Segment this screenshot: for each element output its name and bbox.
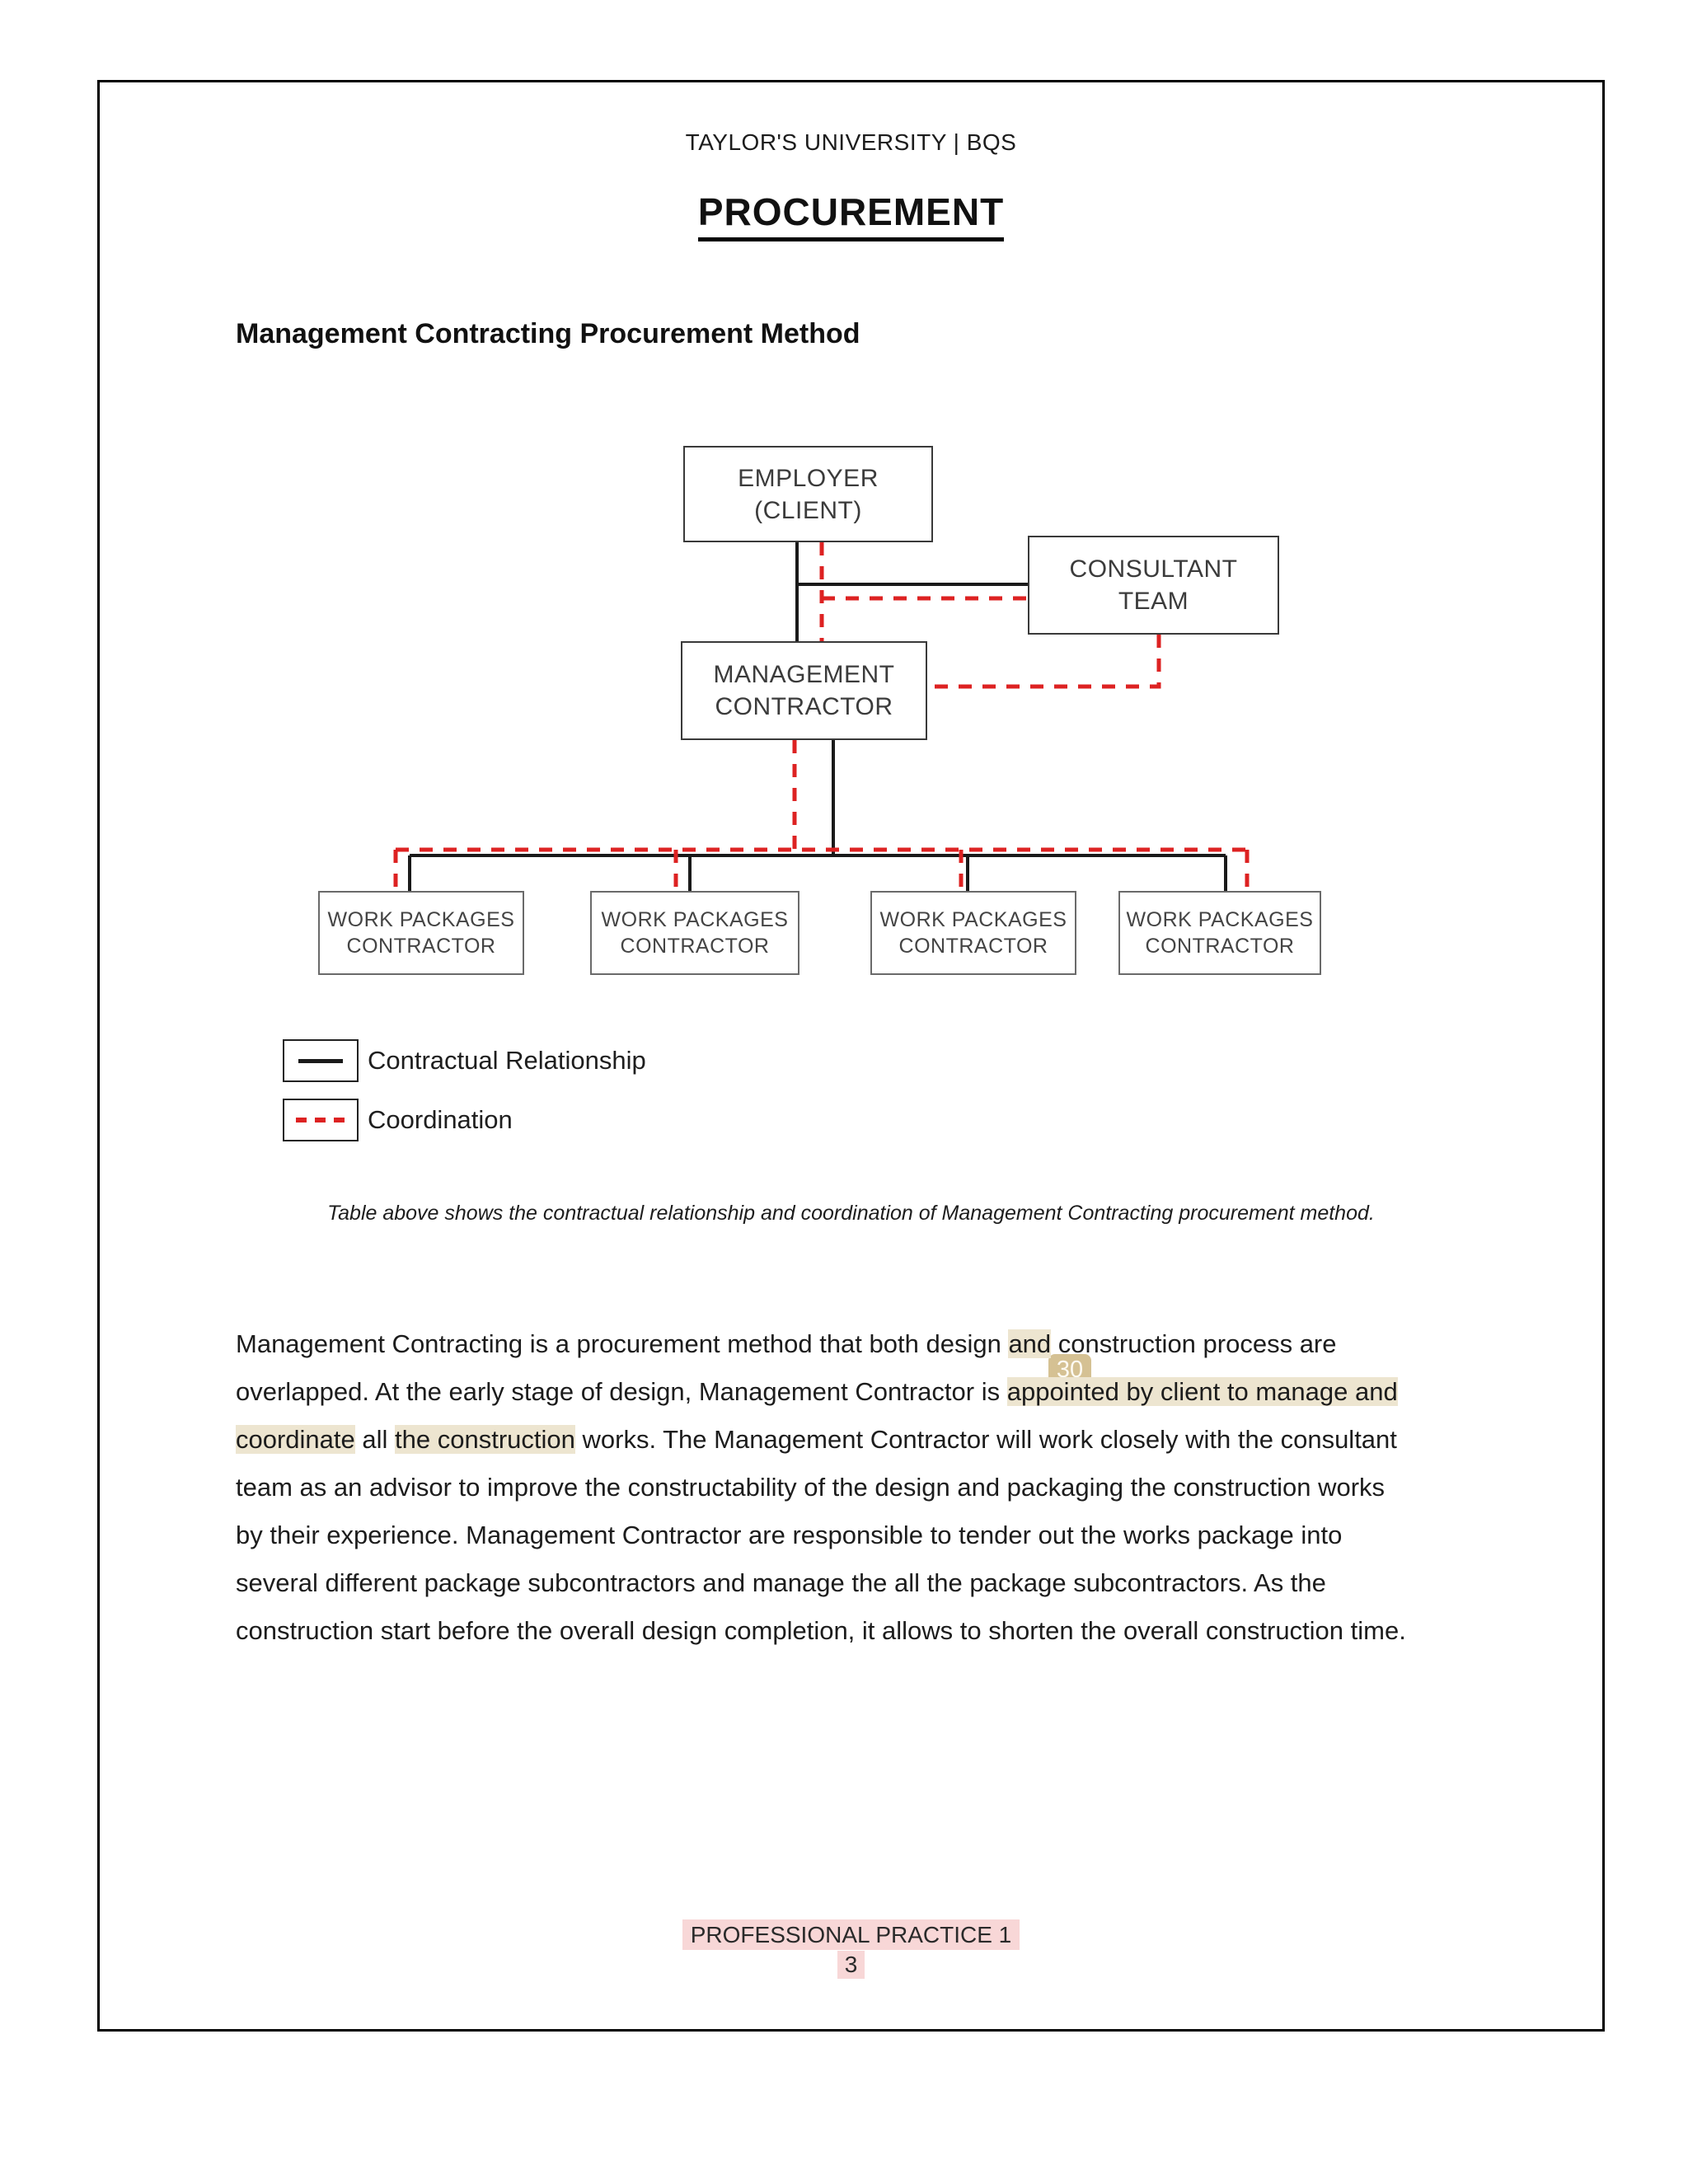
wp4-label-line1: WORK PACKAGES — [1126, 907, 1314, 931]
page-footer: PROFESSIONAL PRACTICE 1 3 — [100, 1919, 1602, 1979]
paragraph-line-5: by their experience. Management Contract… — [236, 1521, 1343, 1549]
employer-label-line1: EMPLOYER — [738, 464, 879, 492]
paragraph-line-2: overlapped. At the early stage of design… — [236, 1368, 1505, 1416]
line3-highlight-1: coordinate — [236, 1425, 355, 1454]
diagram-node-management-contractor: MANAGEMENT CONTRACTOR — [681, 641, 927, 740]
wp4-label-line2: CONTRACTOR — [1145, 935, 1295, 958]
line3-highlight-2: the construction — [395, 1425, 575, 1454]
section-heading: Management Contracting Procurement Metho… — [236, 318, 860, 349]
employer-label-line2: (CLIENT) — [754, 496, 862, 524]
diagram-node-work-packages-3: WORK PACKAGES CONTRACTOR — [870, 891, 1076, 975]
line1-text-end: construction process are — [1051, 1329, 1337, 1358]
legend-coordination-box — [283, 1099, 359, 1141]
legend-contractual-label: Contractual Relationship — [368, 1046, 646, 1075]
diagram-node-work-packages-2: WORK PACKAGES CONTRACTOR — [590, 891, 799, 975]
figure-caption: Table above shows the contractual relati… — [327, 1202, 1375, 1225]
wp1-label-line1: WORK PACKAGES — [327, 907, 515, 931]
page-border: TAYLOR'S UNIVERSITY | BQS PROCUREMENT Ma… — [97, 80, 1605, 2032]
dashed-line-sample — [296, 1118, 345, 1122]
footer-page-number: 3 — [837, 1951, 865, 1979]
document-header: TAYLOR'S UNIVERSITY | BQS — [685, 129, 1017, 155]
paragraph-line-4: team as an advisor to improve the constr… — [236, 1473, 1386, 1502]
paragraph-line-1: Management Contracting is a procurement … — [236, 1320, 1505, 1368]
solid-line-sample — [298, 1058, 343, 1063]
legend-coordination-label: Coordination — [368, 1105, 513, 1134]
diagram-node-employer: EMPLOYER (CLIENT) — [683, 446, 933, 542]
diagram-node-work-packages-4: WORK PACKAGES CONTRACTOR — [1118, 891, 1321, 975]
consultant-label-line2: TEAM — [1118, 588, 1189, 615]
legend-contractual-box — [283, 1039, 359, 1082]
consultant-label-line1: CONSULTANT — [1069, 555, 1238, 583]
page-title: PROCUREMENT — [697, 190, 1005, 241]
wp3-label-line1: WORK PACKAGES — [879, 907, 1067, 931]
line1-highlight: and — [1008, 1329, 1052, 1358]
line3-text-end: works. The Management Contractor will wo… — [574, 1425, 1397, 1454]
management-label-line1: MANAGEMENT — [713, 661, 895, 688]
management-label-line2: CONTRACTOR — [715, 693, 893, 720]
line3-text: all — [354, 1425, 396, 1454]
paragraph-line-6: several different package subcontractors… — [236, 1568, 1326, 1597]
diagram-node-work-packages-1: WORK PACKAGES CONTRACTOR — [318, 891, 524, 975]
wp3-label-line2: CONTRACTOR — [898, 935, 1048, 958]
line2-text: overlapped. At the early stage of design… — [236, 1377, 1007, 1406]
paragraph-line-7: construction start before the overall de… — [236, 1616, 1406, 1645]
wp2-label-line1: WORK PACKAGES — [601, 907, 789, 931]
title-wrap: PROCUREMENT — [100, 190, 1602, 241]
line2-highlight: appointed by client to manage and — [1006, 1377, 1398, 1406]
body-paragraph: Management Contracting is a procurement … — [236, 1320, 1505, 1655]
diagram-node-consultant-team: CONSULTANT TEAM — [1028, 536, 1279, 635]
paragraph-line-3: coordinate all the construction works. T… — [236, 1416, 1505, 1464]
wp2-label-line2: CONTRACTOR — [620, 935, 770, 958]
line1-text: Management Contracting is a procurement … — [236, 1329, 1009, 1358]
footer-course-label: PROFESSIONAL PRACTICE 1 — [682, 1919, 1020, 1950]
wp1-label-line2: CONTRACTOR — [346, 935, 496, 958]
